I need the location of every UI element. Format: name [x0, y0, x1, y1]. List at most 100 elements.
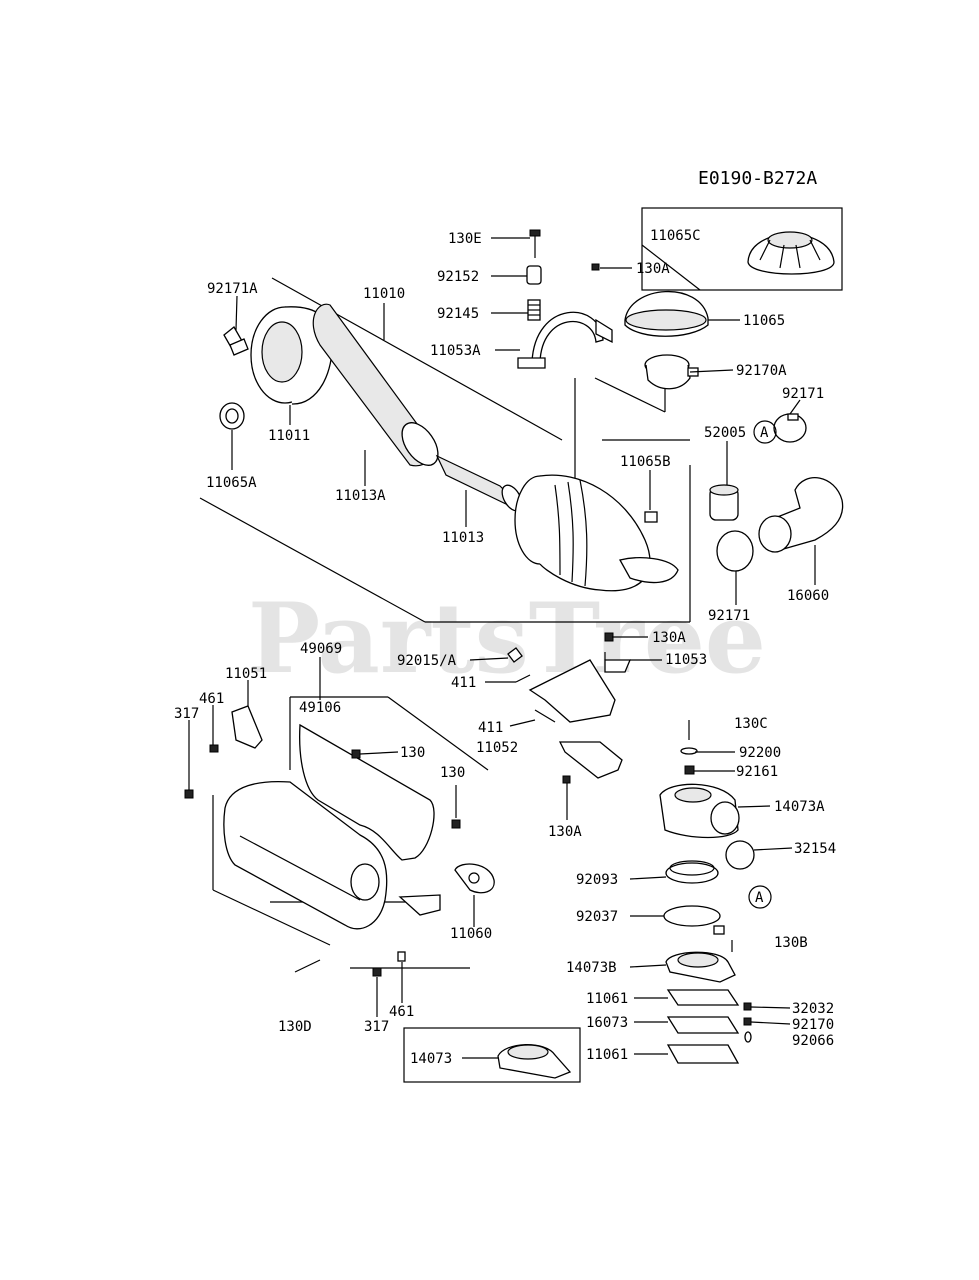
label-130A-mid: 130A [652, 630, 686, 646]
part-32032[interactable] [743, 1002, 752, 1011]
part-92161[interactable] [684, 765, 695, 775]
label-461-left: 461 [199, 691, 224, 707]
part-11013[interactable] [435, 454, 526, 514]
label-11052: 11052 [476, 740, 518, 756]
label-49106: 49106 [299, 700, 341, 716]
part-92093[interactable] [665, 860, 719, 884]
inset-14073 [403, 1027, 581, 1083]
part-130-b[interactable] [451, 819, 461, 829]
part-92152[interactable] [526, 265, 542, 285]
label-11011: 11011 [268, 428, 310, 444]
part-92171-mid[interactable] [716, 530, 754, 572]
muffler-outlet [398, 894, 441, 916]
label-14073: 14073 [410, 1051, 452, 1067]
label-11060: 11060 [450, 926, 492, 942]
part-92170[interactable] [743, 1017, 752, 1026]
label-11053: 11053 [665, 652, 707, 668]
air-cleaner-outline [199, 277, 691, 623]
label-92066: 92066 [792, 1033, 834, 1049]
label-52005: 52005 [704, 425, 746, 441]
label-11065C: 11065C [650, 228, 701, 244]
part-11061-a[interactable] [666, 989, 740, 1006]
label-11061-a: 11061 [586, 991, 628, 1007]
ref-A-bottom: A [755, 890, 764, 906]
part-411-a[interactable] [515, 674, 531, 683]
part-52005[interactable] [709, 484, 739, 521]
label-11065B: 11065B [620, 454, 671, 470]
part-11060[interactable] [454, 863, 495, 894]
label-11013: 11013 [442, 530, 484, 546]
part-32154[interactable] [725, 840, 755, 870]
label-130A-low: 130A [548, 824, 582, 840]
label-317-bottom: 317 [364, 1019, 389, 1035]
label-92171A: 92171A [207, 281, 258, 297]
part-92037[interactable] [663, 905, 725, 935]
part-11013A[interactable] [312, 303, 445, 471]
label-461-bottom: 461 [389, 1004, 414, 1020]
part-92200[interactable] [680, 747, 698, 755]
part-11065[interactable] [624, 290, 709, 337]
label-411-a: 411 [451, 675, 476, 691]
part-11065A-inner [225, 408, 239, 424]
part-461-bottom[interactable] [397, 951, 406, 962]
part-461-left[interactable] [209, 744, 219, 753]
part-130-a[interactable] [351, 749, 361, 759]
label-130B: 130B [774, 935, 808, 951]
label-411-b: 411 [478, 720, 503, 736]
inset-11065C [641, 207, 843, 291]
part-317-bottom[interactable] [372, 967, 382, 977]
label-130-b: 130 [440, 765, 465, 781]
label-92171-right: 92171 [782, 386, 824, 402]
part-16060[interactable] [758, 477, 844, 553]
part-14073A[interactable] [659, 783, 740, 839]
part-11065B[interactable] [644, 511, 658, 523]
part-11061-b[interactable] [666, 1044, 740, 1064]
label-92093: 92093 [576, 872, 618, 888]
part-11052[interactable] [528, 659, 623, 779]
label-92145: 92145 [437, 306, 479, 322]
label-11013A: 11013A [335, 488, 386, 504]
label-92161: 92161 [736, 764, 778, 780]
part-92170A[interactable] [644, 354, 699, 390]
diagram-code: E0190-B272A [698, 168, 817, 189]
label-14073A: 14073A [774, 799, 825, 815]
part-49106[interactable] [299, 723, 435, 861]
part-92015A[interactable] [507, 647, 523, 663]
part-130A-mid[interactable] [604, 632, 614, 642]
label-32154: 32154 [794, 841, 836, 857]
part-130E[interactable] [529, 229, 541, 258]
part-92171-right[interactable] [773, 413, 807, 443]
part-92171A[interactable] [223, 326, 249, 356]
part-11053[interactable] [604, 652, 631, 673]
label-16073: 16073 [586, 1015, 628, 1031]
label-317-left: 317 [174, 706, 199, 722]
part-11065C[interactable] [747, 231, 835, 275]
part-16073[interactable] [666, 1016, 740, 1034]
part-92066[interactable] [744, 1031, 752, 1043]
part-130A-low[interactable] [562, 775, 571, 784]
label-130E: 130E [448, 231, 482, 247]
label-11051: 11051 [225, 666, 267, 682]
label-92170: 92170 [792, 1017, 834, 1033]
part-14073[interactable] [497, 1043, 572, 1079]
part-317-left[interactable] [184, 789, 194, 799]
air-cleaner-housing[interactable] [514, 474, 679, 592]
ref-A-top: A [760, 425, 769, 441]
label-11065A: 11065A [206, 475, 257, 491]
part-11053A[interactable] [517, 311, 613, 369]
part-130D[interactable] [294, 959, 321, 973]
leader-lines [188, 237, 816, 1059]
part-14073B[interactable] [665, 951, 736, 983]
label-11061-b: 11061 [586, 1047, 628, 1063]
label-130D: 130D [278, 1019, 312, 1035]
part-411-b[interactable] [534, 709, 556, 723]
label-130C: 130C [734, 716, 768, 732]
label-130-a: 130 [400, 745, 425, 761]
label-92037: 92037 [576, 909, 618, 925]
ref-A-bottom-circle [748, 885, 772, 909]
part-92145[interactable] [527, 299, 541, 321]
part-130A-top[interactable] [591, 263, 600, 271]
part-49069[interactable] [223, 780, 388, 930]
part-11051[interactable] [231, 705, 263, 749]
